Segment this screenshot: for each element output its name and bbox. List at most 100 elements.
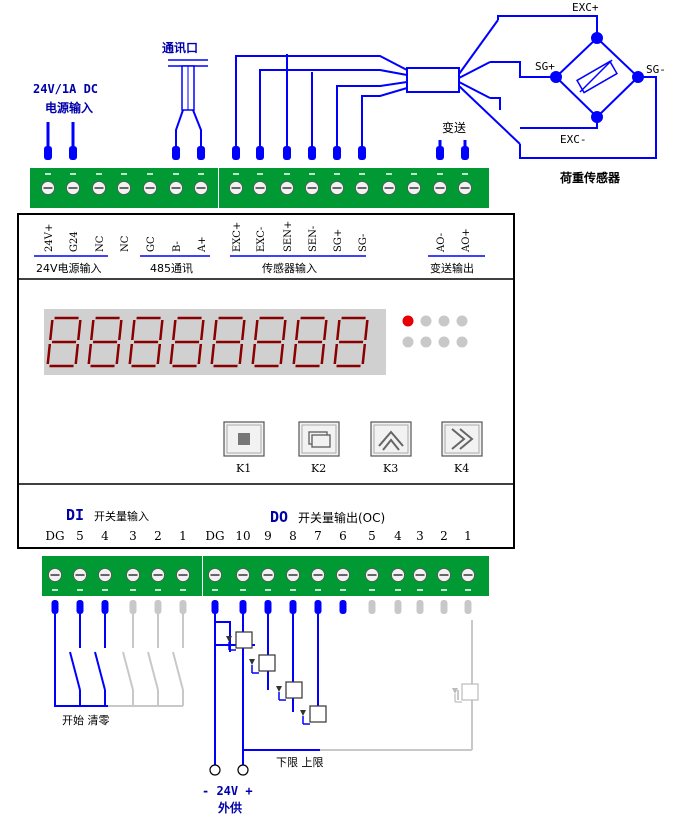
terminal-screw	[91, 180, 107, 196]
indicator-led-on	[402, 315, 414, 327]
terminal-screw	[457, 180, 473, 196]
group-transmit-label: 变送输出	[430, 261, 474, 275]
di-terminal-label: 2	[154, 529, 162, 543]
limits-label: 下限 上限	[276, 756, 324, 769]
relay-coil-icon	[452, 683, 479, 703]
top-terminal-label: AO-	[436, 233, 447, 253]
indicator-led-off	[438, 336, 450, 348]
indicator-led-off	[438, 315, 450, 327]
do-terminal-label: 6	[339, 529, 347, 543]
terminal-screw	[97, 567, 113, 583]
wire-probe	[51, 600, 59, 614]
power-probes	[44, 122, 77, 160]
do-terminal-label: 3	[416, 529, 424, 543]
bottom-terminal-screws	[47, 567, 476, 591]
wire-probe	[101, 600, 109, 614]
di-switch-wiring	[54, 612, 184, 707]
bottom-terminal-block-di	[42, 556, 202, 596]
terminal-screw	[175, 567, 191, 583]
digit	[333, 316, 369, 368]
relay-coil-icon	[276, 681, 303, 701]
terminal-screw	[125, 567, 141, 583]
group-power-label: 24V电源输入	[36, 261, 102, 275]
terminal-screw	[150, 567, 166, 583]
top-terminal-label: NC	[120, 235, 131, 252]
wire-probe	[440, 600, 448, 614]
terminal-screw	[406, 180, 422, 196]
relay-coil-icon	[249, 654, 276, 674]
do-terminal-label: 10	[235, 529, 250, 543]
top-terminal-label: 24V+	[44, 224, 55, 252]
terminal-screw	[310, 567, 326, 583]
terminal-screw	[116, 180, 132, 196]
wire-probe	[339, 600, 347, 614]
wire-probe	[289, 600, 297, 614]
wire-probe	[416, 600, 424, 614]
relay-coil-icon	[226, 631, 253, 651]
terminal-screw	[390, 567, 406, 583]
terminal-screw	[381, 180, 397, 196]
relay-coils	[226, 631, 479, 725]
sg-plus-label: SG+	[535, 60, 555, 73]
terminal-screw	[285, 567, 301, 583]
power-input-label: 电源输入	[45, 100, 93, 115]
digit	[128, 316, 164, 368]
transmitter-probes	[436, 140, 469, 160]
do-terminal-label: DG	[205, 529, 224, 543]
key-k1-button[interactable]	[223, 421, 265, 457]
device-housing	[17, 213, 515, 549]
exc-plus-label: EXC+	[572, 1, 599, 14]
top-terminal-label: G24	[69, 231, 80, 252]
sensor-cable	[235, 19, 521, 150]
do-terminal-label: 5	[368, 529, 376, 543]
di-terminal-label: 4	[101, 529, 109, 543]
seven-segment-digits	[46, 316, 369, 368]
group-sensor-label: 传感器输入	[262, 261, 317, 275]
indicator-led-off	[402, 336, 414, 348]
wire-probe	[394, 600, 402, 614]
terminal-screw	[279, 180, 295, 196]
terminal-screw	[207, 567, 223, 583]
wire-probe	[368, 600, 376, 614]
top-terminal-label: SG+	[333, 229, 344, 252]
key-k3-button[interactable]	[370, 421, 412, 457]
sensor-probes	[232, 146, 366, 160]
do-title: DO	[270, 508, 288, 526]
di-terminal-label: 5	[76, 529, 84, 543]
wire-probe	[129, 600, 137, 614]
wire-probe	[264, 600, 272, 614]
top-terminal-label: EXC+	[232, 222, 243, 252]
wire-probe	[211, 600, 219, 614]
load-sensor-bridge	[490, 15, 657, 159]
terminal-screw	[252, 180, 268, 196]
do-terminal-label: 1	[464, 529, 472, 543]
power-spec: 24V/1A DC	[33, 82, 98, 96]
wire-probe	[314, 600, 322, 614]
di-terminal-label: 3	[129, 529, 137, 543]
di-terminal-label: DG	[45, 529, 64, 543]
top-terminal-label: SG-	[358, 234, 369, 252]
digit	[46, 316, 82, 368]
digit	[292, 316, 328, 368]
terminal-screw	[168, 180, 184, 196]
digit	[210, 316, 246, 368]
group-485-label: 485通讯	[150, 262, 193, 275]
di-title: DI	[66, 506, 84, 524]
key-k2-button[interactable]	[298, 421, 340, 457]
terminal-screw	[436, 567, 452, 583]
terminal-screw	[304, 180, 320, 196]
do-terminal-label: 4	[394, 529, 402, 543]
indicator-leds	[402, 315, 468, 348]
indicator-led-off	[456, 336, 468, 348]
indicator-led-off	[420, 315, 432, 327]
digit	[169, 316, 205, 368]
terminal-screw	[65, 180, 81, 196]
key-k4-button[interactable]	[441, 421, 483, 457]
di-subtitle: 开关量输入	[94, 509, 149, 523]
top-terminal-label: NC	[95, 235, 106, 252]
terminal-screw	[412, 567, 428, 583]
top-terminal-label: GC	[146, 236, 157, 252]
